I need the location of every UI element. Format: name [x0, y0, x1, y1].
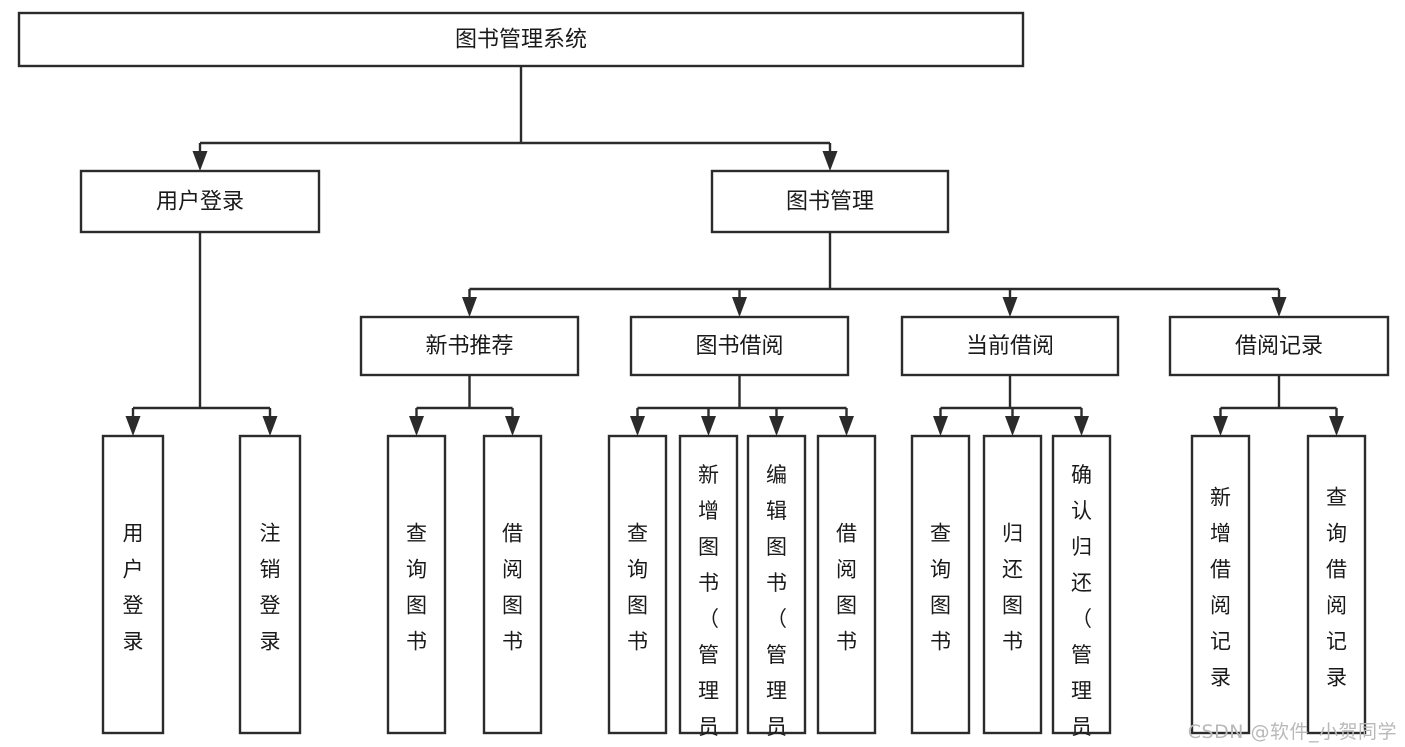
node-box-leaf-borrow-book-1 [482, 434, 543, 735]
node-box-leaf-user-login [101, 434, 165, 735]
node-new-book-rec[interactable]: 新书推荐 [359, 315, 580, 377]
node-label-leaf-query-book-1: 查询图书 [406, 522, 427, 654]
node-box-leaf-edit-book [746, 434, 807, 735]
node-label-root: 图书管理系统 [455, 28, 587, 53]
node-label-leaf-add-book: 新增图书（管理员） [698, 463, 719, 747]
node-label-leaf-query-book-2: 查询图书 [627, 522, 648, 654]
node-box-book-borrow [629, 315, 850, 377]
node-leaf-confirm-return[interactable]: 确认归还（管理员） [1051, 434, 1112, 747]
node-label-leaf-user-login: 用户登录 [123, 522, 144, 654]
node-box-leaf-query-record [1306, 434, 1367, 735]
node-leaf-add-book[interactable]: 新增图书（管理员） [678, 434, 739, 747]
node-box-leaf-user-logout [238, 434, 302, 735]
node-leaf-user-logout[interactable]: 注销登录 [238, 434, 302, 735]
node-leaf-borrow-book-1[interactable]: 借阅图书 [482, 434, 543, 735]
node-label-leaf-query-book-3: 查询图书 [930, 522, 951, 654]
connector-layer [125, 66, 1344, 436]
node-layer: 图书管理系统用户登录图书管理新书推荐图书借阅当前借阅借阅记录用户登录注销登录查询… [17, 11, 1390, 747]
node-label-user-login: 用户登录 [156, 190, 244, 215]
node-leaf-user-login[interactable]: 用户登录 [101, 434, 165, 735]
node-book-admin[interactable]: 图书管理 [710, 169, 950, 234]
node-leaf-borrow-book-2[interactable]: 借阅图书 [816, 434, 877, 735]
node-box-root [17, 11, 1025, 68]
node-box-leaf-confirm-return [1051, 434, 1112, 735]
node-leaf-add-record[interactable]: 新增借阅记录 [1190, 434, 1251, 735]
node-label-leaf-borrow-book-1: 借阅图书 [502, 522, 523, 654]
node-leaf-edit-book[interactable]: 编辑图书（管理员） [746, 434, 807, 747]
node-leaf-query-book-2[interactable]: 查询图书 [607, 434, 668, 735]
node-label-book-borrow: 图书借阅 [695, 334, 783, 359]
node-label-leaf-confirm-return: 确认归还（管理员） [1071, 463, 1092, 747]
node-leaf-query-book-3[interactable]: 查询图书 [910, 434, 971, 735]
node-label-new-book-rec: 新书推荐 [425, 334, 513, 359]
node-box-leaf-query-book-2 [607, 434, 668, 735]
node-leaf-query-book-1[interactable]: 查询图书 [386, 434, 447, 735]
node-label-leaf-edit-book: 编辑图书（管理员） [766, 463, 787, 747]
node-current-borrow[interactable]: 当前借阅 [900, 315, 1120, 377]
node-box-leaf-add-record [1190, 434, 1251, 735]
node-box-leaf-add-book [678, 434, 739, 735]
node-box-leaf-query-book-3 [910, 434, 971, 735]
node-label-current-borrow: 当前借阅 [966, 334, 1054, 359]
node-label-leaf-return-book: 归还图书 [1002, 522, 1023, 654]
node-root[interactable]: 图书管理系统 [17, 11, 1025, 68]
node-label-leaf-add-record: 新增借阅记录 [1210, 486, 1231, 690]
csdn-watermark: CSDN @软件_小贺同学 [1187, 721, 1397, 743]
node-label-borrow-record: 借阅记录 [1235, 334, 1323, 359]
node-box-leaf-return-book [982, 434, 1043, 735]
node-borrow-record[interactable]: 借阅记录 [1168, 315, 1390, 377]
node-label-leaf-query-record: 查询借阅记录 [1326, 486, 1347, 690]
node-box-leaf-query-book-1 [386, 434, 447, 735]
node-box-leaf-borrow-book-2 [816, 434, 877, 735]
node-label-leaf-user-logout: 注销登录 [260, 522, 281, 654]
node-box-user-login [79, 169, 321, 234]
node-box-current-borrow [900, 315, 1120, 377]
node-box-book-admin [710, 169, 950, 234]
node-book-borrow[interactable]: 图书借阅 [629, 315, 850, 377]
node-box-new-book-rec [359, 315, 580, 377]
node-box-borrow-record [1168, 315, 1390, 377]
node-label-leaf-borrow-book-2: 借阅图书 [836, 522, 857, 654]
node-label-book-admin: 图书管理 [786, 190, 874, 215]
node-user-login[interactable]: 用户登录 [79, 169, 321, 234]
node-leaf-query-record[interactable]: 查询借阅记录 [1306, 434, 1367, 735]
node-leaf-return-book[interactable]: 归还图书 [982, 434, 1043, 735]
